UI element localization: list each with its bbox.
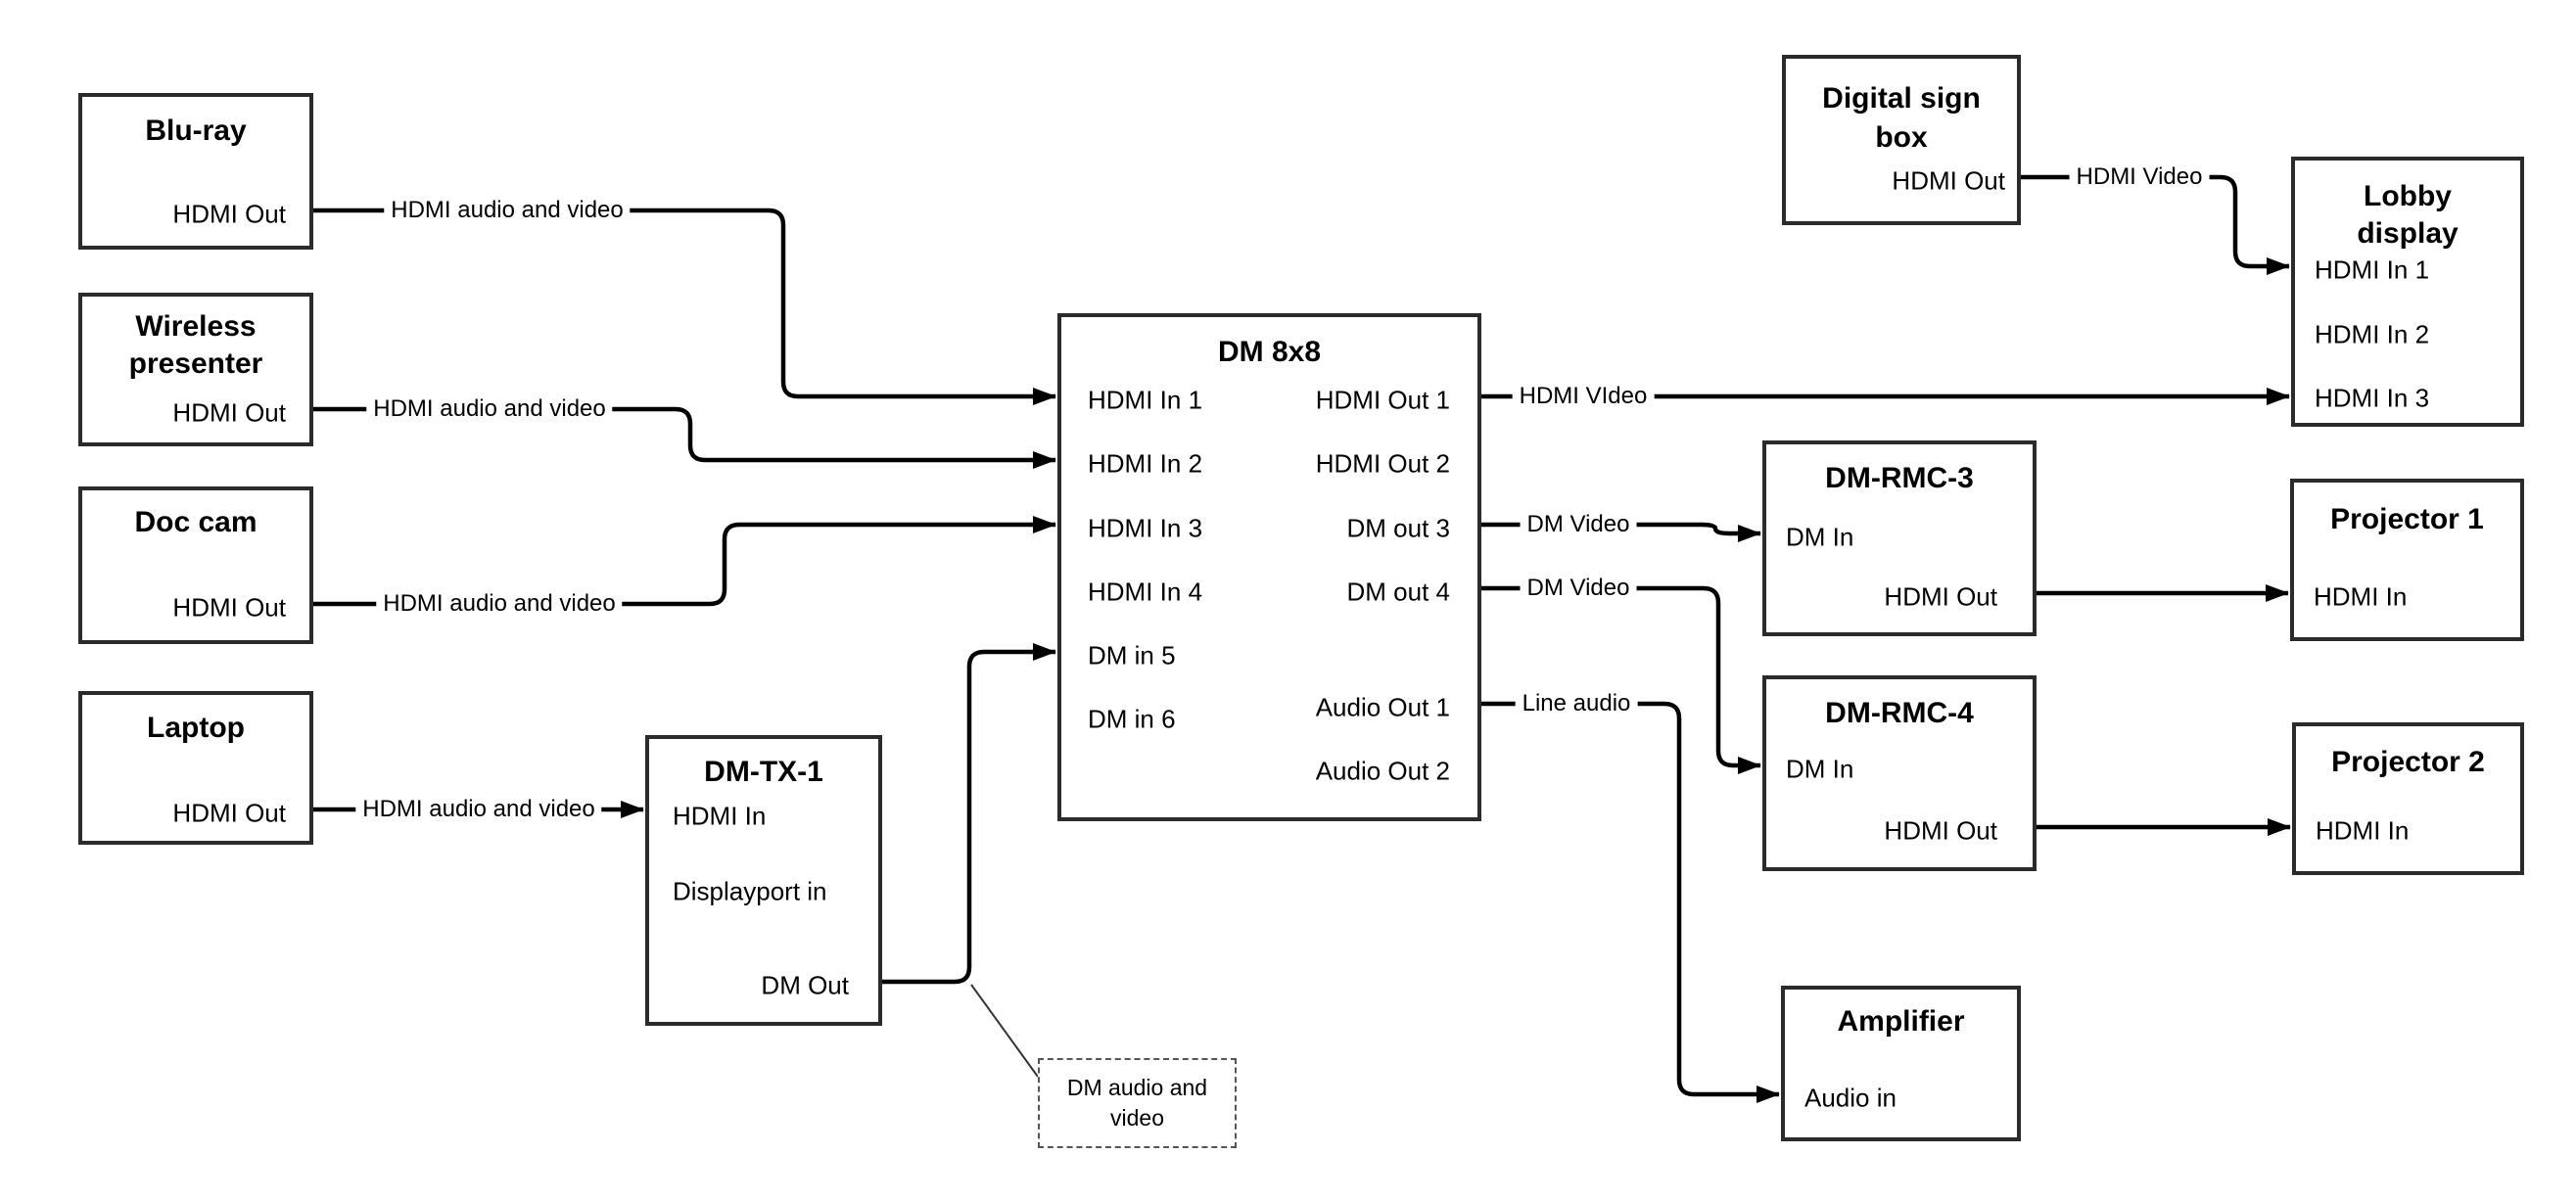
box-title-line1: Wireless: [135, 310, 257, 343]
port-dm-out-3: DM out 3: [1346, 513, 1451, 543]
box-title-line2: box: [1875, 121, 1928, 154]
port-hdmi-in-2: HDMI In 2: [2315, 319, 2430, 349]
port-audio-out-1: Audio Out 1: [1315, 692, 1450, 722]
box-title-line1: Lobby: [2364, 180, 2452, 212]
box-title: Lobby display: [2295, 178, 2520, 253]
wire-dmtx1-to-dm-in-5: [882, 643, 1056, 985]
wire-label-hdmi-video-signbox: HDMI Video: [2069, 162, 2210, 192]
callout-line1: DM audio and: [1066, 1075, 1208, 1100]
box-title-line2: presenter: [128, 347, 263, 380]
port-dm-in-5: DM in 5: [1088, 640, 1176, 670]
port-hdmi-out-2: HDMI Out 2: [1315, 448, 1450, 479]
box-title: DM-RMC-4: [1825, 697, 1974, 729]
port-dm-out-4: DM out 4: [1346, 577, 1451, 607]
box-title: Projector 2: [2331, 746, 2485, 778]
port-hdmi-out: HDMI Out: [172, 592, 286, 623]
box-title-line2: display: [2357, 217, 2459, 250]
wire-label-dm-video-out3: DM Video: [1520, 510, 1637, 539]
wire-label-dm-video-out4: DM Video: [1520, 574, 1637, 603]
port-hdmi-out: HDMI Out: [1884, 815, 1997, 846]
port-dm-out: DM Out: [761, 970, 849, 1000]
box-title: Laptop: [147, 712, 245, 744]
box-title-line1: Digital sign: [1822, 82, 1981, 115]
box-dm-rmc-4: DM-RMC-4 DM In HDMI Out: [1762, 675, 2037, 871]
port-hdmi-in-1: HDMI In 1: [2315, 254, 2430, 285]
box-title: DM-RMC-3: [1825, 462, 1974, 494]
wire-label-hdmi-audio-video-laptop: HDMI audio and video: [355, 795, 602, 824]
port-hdmi-out: HDMI Out: [1892, 165, 2005, 196]
port-hdmi-out: HDMI Out: [172, 199, 286, 229]
port-hdmi-out: HDMI Out: [172, 798, 286, 828]
box-title: Projector 1: [2330, 503, 2484, 535]
box-projector-2: Projector 2 HDMI In: [2292, 722, 2524, 875]
port-hdmi-out: HDMI Out: [1884, 581, 1997, 612]
port-hdmi-in-2: HDMI In 2: [1088, 448, 1203, 479]
box-dm-rmc-3: DM-RMC-3 DM In HDMI Out: [1762, 440, 2037, 636]
box-title: Wireless presenter: [82, 308, 309, 383]
box-title: Blu-ray: [145, 115, 247, 147]
wire-label-hdmi-audio-video-wireless: HDMI audio and video: [366, 394, 613, 424]
box-wireless-presenter: Wireless presenter HDMI Out: [78, 293, 313, 446]
wire-wireless-to-hdmi-in-2: [313, 406, 1056, 469]
port-dm-in-6: DM in 6: [1088, 704, 1176, 734]
port-displayport-in: Displayport in: [673, 876, 827, 906]
port-hdmi-in: HDMI In: [673, 801, 767, 831]
callout-line2: video: [1110, 1105, 1164, 1131]
wire-label-line-audio: Line audio: [1515, 689, 1638, 718]
box-blu-ray: Blu-ray HDMI Out: [78, 93, 313, 250]
port-hdmi-in-3: HDMI In 3: [2315, 383, 2430, 413]
box-title: Doc cam: [134, 506, 258, 538]
wire-audio-out1-to-amp: [1481, 701, 1780, 1103]
box-doc-cam: Doc cam HDMI Out: [78, 486, 313, 644]
box-digital-sign-box: Digital sign box HDMI Out: [1782, 55, 2021, 225]
port-hdmi-in-1: HDMI In 1: [1088, 385, 1203, 415]
wire-dm-out4-to-rmc4: [1481, 585, 1761, 774]
port-hdmi-in: HDMI In: [2314, 581, 2408, 612]
box-title: DM-TX-1: [704, 756, 823, 788]
box-projector-1: Projector 1 HDMI In: [2290, 479, 2524, 641]
port-hdmi-out-1: HDMI Out 1: [1315, 385, 1450, 415]
box-dm-tx-1: DM-TX-1 HDMI In Displayport in DM Out: [645, 735, 882, 1026]
port-dm-in: DM In: [1786, 522, 1854, 552]
port-hdmi-out: HDMI Out: [172, 397, 286, 428]
callout-leader-line: [970, 984, 1039, 1078]
port-hdmi-in-4: HDMI In 4: [1088, 577, 1203, 607]
wire-doccam-to-hdmi-in-3: [313, 516, 1056, 607]
wire-label-hdmi-video-out1: HDMI VIdeo: [1512, 382, 1655, 411]
wire-signbox-to-lobby-in1: [2021, 174, 2290, 275]
wire-label-hdmi-audio-video-bluray: HDMI audio and video: [384, 196, 631, 225]
port-hdmi-in-3: HDMI In 3: [1088, 513, 1203, 543]
box-laptop: Laptop HDMI Out: [78, 691, 313, 845]
port-audio-in: Audio in: [1804, 1083, 1897, 1113]
wire-bluray-to-hdmi-in-1: [313, 208, 1056, 405]
box-dm-8x8: DM 8x8 HDMI In 1 HDMI In 2 HDMI In 3 HDM…: [1057, 313, 1481, 821]
box-title: Digital sign box: [1786, 79, 2017, 158]
box-amplifier: Amplifier Audio in: [1781, 986, 2021, 1141]
box-title: Amplifier: [1837, 1005, 1965, 1038]
box-lobby-display: Lobby display HDMI In 1 HDMI In 2 HDMI I…: [2291, 157, 2524, 427]
wire-dm-out3-to-rmc3: [1481, 522, 1761, 542]
port-hdmi-in: HDMI In: [2316, 815, 2410, 846]
box-title: DM 8x8: [1217, 336, 1322, 368]
port-dm-in: DM In: [1786, 754, 1854, 784]
callout-dm-audio-and-video: DM audio and video: [1038, 1058, 1237, 1148]
port-audio-out-2: Audio Out 2: [1315, 756, 1450, 786]
wire-label-hdmi-audio-video-doccam: HDMI audio and video: [376, 589, 623, 619]
